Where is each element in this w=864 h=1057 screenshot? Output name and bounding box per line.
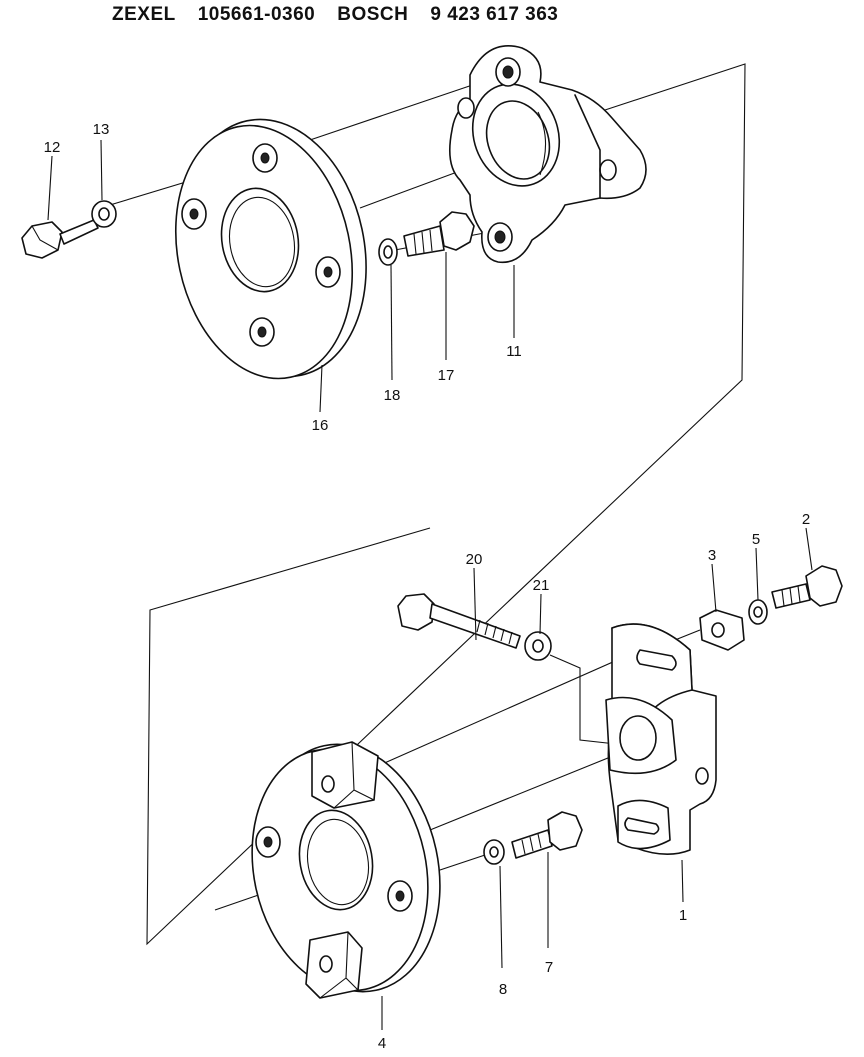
bolt-12 [21, 219, 99, 259]
washer-5 [748, 599, 768, 625]
callout-17: 17 [438, 367, 455, 384]
washer-8 [483, 839, 505, 865]
callout-20: 20 [466, 551, 483, 568]
lock-plate-3 [699, 609, 745, 651]
callout-4: 4 [378, 1035, 386, 1052]
callout-labels: 12 13 16 18 17 11 20 21 3 5 2 1 7 8 4 [44, 121, 811, 1052]
callout-2: 2 [802, 511, 810, 528]
washer-21 [524, 631, 552, 661]
bolt-17 [403, 211, 475, 257]
callout-16: 16 [312, 417, 329, 434]
callout-13: 13 [93, 121, 110, 138]
bolt-7 [511, 811, 583, 859]
part-number-header: ZEXEL 105661-0360 BOSCH 9 423 617 363 [112, 4, 580, 26]
callout-1: 1 [679, 907, 687, 924]
callout-3: 3 [708, 547, 716, 564]
assembly-frame [146, 63, 746, 946]
brand-bosch: BOSCH [337, 4, 409, 25]
washer-13 [91, 200, 117, 228]
bosch-part-number: 9 423 617 363 [430, 4, 559, 25]
callout-18: 18 [384, 387, 401, 404]
callout-11: 11 [506, 343, 522, 360]
flexible-coupling-4 [251, 741, 441, 999]
callout-7: 7 [545, 959, 553, 976]
leader-lines [47, 139, 813, 1030]
callout-12: 12 [44, 139, 61, 156]
callout-5: 5 [752, 531, 760, 548]
bolt-20 [397, 593, 521, 649]
callout-8: 8 [499, 981, 507, 998]
brand-zexel: ZEXEL [112, 4, 176, 25]
washer-18 [378, 238, 398, 266]
housing-bracket [449, 45, 647, 264]
coupling-disc-16 [174, 118, 367, 380]
adapter-plate-1 [605, 623, 717, 856]
bolt-2 [771, 565, 843, 609]
zexel-part-number: 105661-0360 [197, 4, 316, 25]
callout-21: 21 [533, 577, 550, 594]
